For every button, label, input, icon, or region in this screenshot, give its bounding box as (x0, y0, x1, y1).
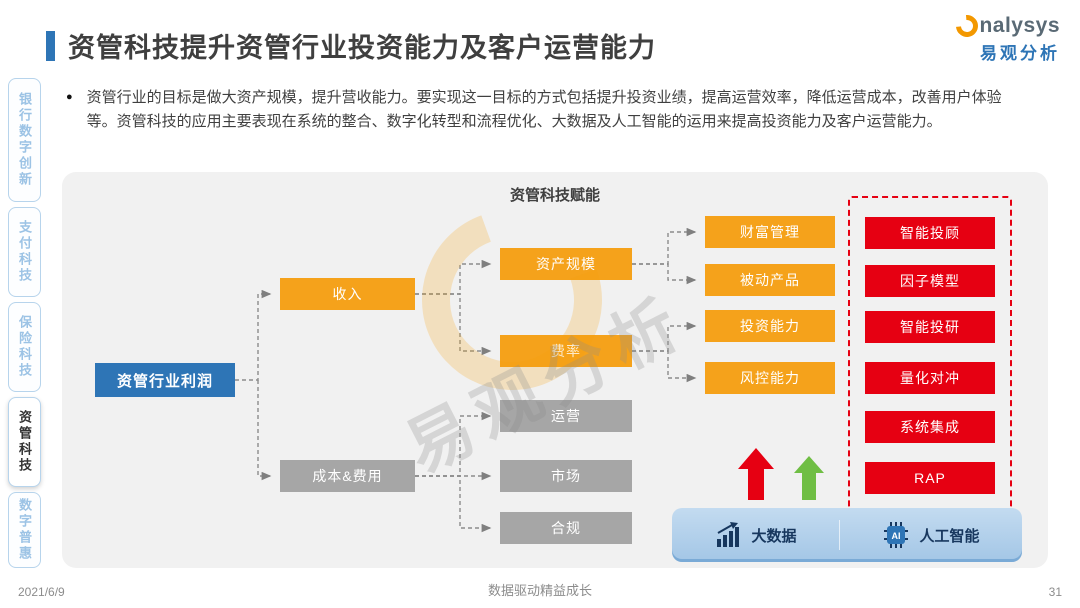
sidebar-item-insurance-tech[interactable]: 保险科技 (8, 302, 41, 392)
enabler-ai: AI 人工智能 (882, 522, 979, 548)
enabler-divider (838, 520, 840, 550)
sidebar-item-label: 保险科技 (17, 315, 32, 379)
sidebar-item-payment-tech[interactable]: 支付科技 (8, 207, 41, 297)
enabler-label: 大数据 (751, 527, 797, 545)
box-asset-scale: 资产规模 (500, 248, 632, 280)
box-marketing: 市场 (500, 460, 632, 492)
sidebar-item-bank-digital-innovation[interactable]: 银行数字创新 (8, 78, 41, 202)
enabler-big-data: 大数据 (714, 522, 797, 548)
enabler-label: 人工智能 (919, 527, 980, 545)
tech-box-factor-model: 因子模型 (865, 265, 995, 297)
intro-bullet-row: ● 资管行业的目标是做大资产规模，提升营收能力。要实现这一目标的方式包括提升投资… (66, 86, 1014, 134)
diagram-title: 资管科技赋能 (509, 187, 600, 204)
increase-arrow-green-icon (794, 456, 824, 500)
box-risk-control: 风控能力 (705, 362, 835, 394)
footer-page-number: 31 (1048, 585, 1062, 599)
box-industry-profit: 资管行业利润 (95, 363, 235, 397)
sidebar-item-digital-inclusion[interactable]: 数字普惠 (8, 492, 41, 568)
box-cost-expense: 成本&费用 (280, 460, 415, 492)
logo-brand-text: nalysys (979, 14, 1060, 37)
diagram-canvas: 资管科技赋能 资管行业利润 (62, 172, 1048, 568)
analysys-logo: nalysys 易观分析 (951, 10, 1060, 64)
logo-cn-text: 易观分析 (980, 44, 1060, 63)
header: 资管科技提升资管行业投资能力及客户运营能力 (46, 26, 656, 65)
enabler-bar: 大数据 (672, 508, 1022, 562)
tech-box-smart-research: 智能投研 (865, 311, 995, 343)
sidebar-item-label: 银行数字创新 (17, 92, 32, 188)
footer-slogan: 数据驱动精益成长 (487, 583, 592, 598)
box-operations: 运营 (500, 400, 632, 432)
footer-date: 2021/6/9 (18, 585, 65, 599)
page-title: 资管科技提升资管行业投资能力及客户运营能力 (68, 33, 656, 63)
box-passive-products: 被动产品 (705, 264, 835, 296)
increase-arrow-red-icon (738, 448, 774, 500)
sidebar-item-label: 数字普惠 (17, 498, 32, 562)
big-data-chart-icon (717, 522, 740, 547)
title-accent-bar (46, 31, 55, 61)
tech-box-quant-hedging: 量化对冲 (865, 362, 995, 394)
ai-chip-icon: AI (884, 522, 909, 548)
intro-paragraph: 资管行业的目标是做大资产规模，提升营收能力。要实现这一目标的方式包括提升投资业绩… (86, 89, 1002, 130)
box-wealth-management: 财富管理 (705, 216, 835, 248)
bullet-icon: ● (66, 91, 73, 103)
sidebar-item-asset-mgmt-tech[interactable]: 资管科技 (8, 397, 41, 487)
box-investment-ability: 投资能力 (705, 310, 835, 342)
analysys-swirl-icon (951, 10, 983, 42)
ai-chip-label: AI (892, 531, 901, 541)
connector-lines (235, 227, 697, 533)
sidebar-item-label: 资管科技 (17, 410, 32, 474)
tech-box-system-integration: 系统集成 (865, 411, 995, 443)
box-fee-rate: 费率 (500, 335, 632, 367)
box-income: 收入 (280, 278, 415, 310)
box-compliance: 合规 (500, 512, 632, 544)
tech-box-rap: RAP (865, 462, 995, 494)
tech-box-smart-advisory: 智能投顾 (865, 217, 995, 249)
sidebar-item-label: 支付科技 (17, 220, 32, 284)
